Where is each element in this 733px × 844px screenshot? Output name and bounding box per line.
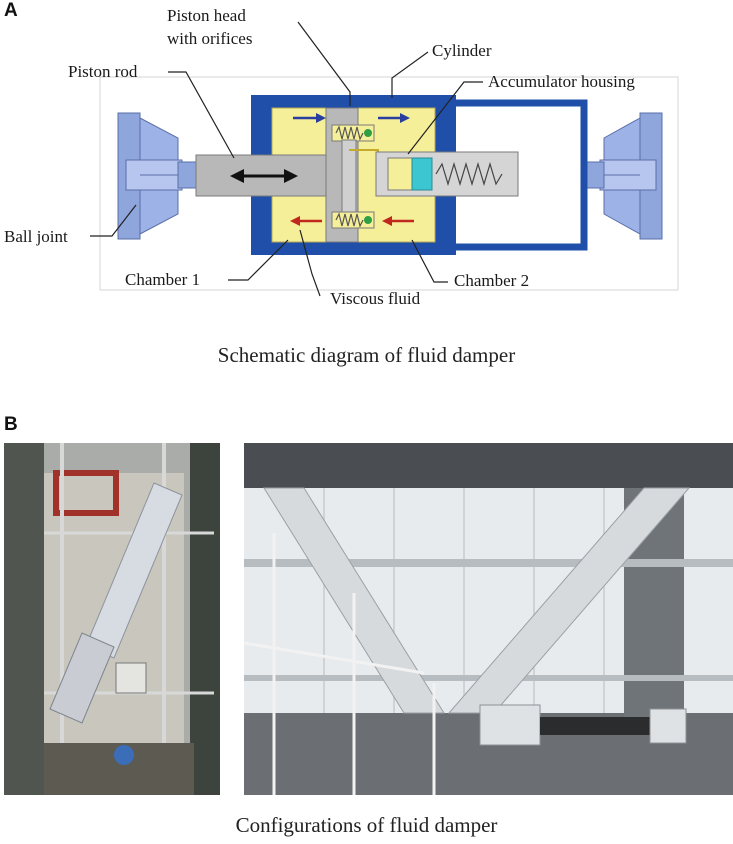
- label-viscous-fluid: Viscous fluid: [330, 289, 421, 308]
- panel-a-letter: A: [4, 0, 18, 21]
- leader-piston-rod: [168, 71, 235, 159]
- connecting-frame: [455, 99, 588, 251]
- flow-arrows-blue: [293, 113, 410, 123]
- label-piston-head-line1: Piston head: [167, 6, 246, 25]
- panel-b-letter: B: [4, 414, 18, 435]
- photo-damper-brace: [244, 443, 733, 795]
- caption-configurations: Configurations of fluid damper: [235, 813, 498, 837]
- fluid-damper-schematic: Piston head with orifices Cylinder Pisto…: [4, 6, 679, 308]
- leader-cylinder: [391, 51, 429, 98]
- accumulator-spring: [435, 161, 503, 187]
- label-chamber-1: Chamber 1: [125, 270, 200, 289]
- orifice-spring-top: [335, 125, 364, 141]
- label-piston-head-line2: with orifices: [167, 29, 252, 48]
- leader-chamber-1: [228, 239, 289, 281]
- leader-piston-head: [297, 21, 351, 106]
- caption-schematic: Schematic diagram of fluid damper: [217, 343, 516, 367]
- label-cylinder: Cylinder: [432, 41, 492, 60]
- motion-arrow: [230, 169, 298, 183]
- leader-ball-joint: [90, 204, 137, 237]
- schematic-frame: [99, 76, 679, 291]
- photo-damper-wall: [4, 443, 220, 795]
- left-ball-joint: [117, 112, 199, 240]
- leader-viscous-fluid: [299, 229, 321, 297]
- orifice-spring-bottom: [335, 212, 364, 228]
- label-chamber-2: Chamber 2: [454, 271, 529, 290]
- leader-accumulator: [407, 81, 483, 155]
- right-ball-joint: [583, 112, 663, 240]
- flow-arrows-red: [290, 216, 414, 226]
- accumulator-piston: [411, 157, 433, 191]
- label-piston-rod: Piston rod: [68, 62, 138, 81]
- leader-chamber-2: [411, 239, 448, 283]
- label-accumulator-housing: Accumulator housing: [488, 72, 635, 91]
- label-ball-joint: Ball joint: [4, 227, 68, 246]
